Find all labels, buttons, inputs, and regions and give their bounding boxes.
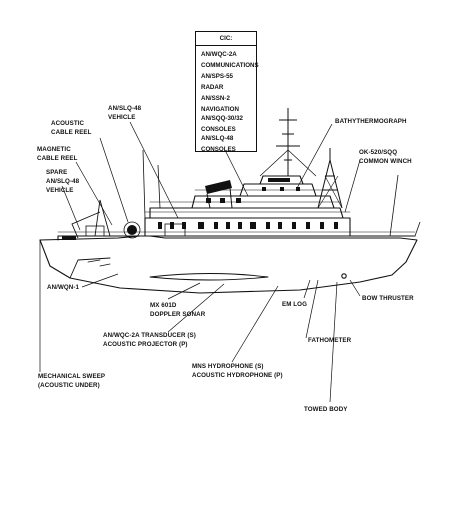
label-em-log: EM LOG — [282, 301, 308, 308]
leader-bathythermograph — [295, 123, 333, 191]
leader-bow-thruster — [349, 279, 361, 297]
hull — [39, 235, 418, 294]
leader-common-winch — [344, 159, 361, 213]
sonar-dome — [149, 273, 269, 281]
label-bow-thruster: BOW THRUSTER — [362, 295, 414, 302]
leader-magnetic-reel — [75, 161, 113, 226]
leader-cic — [224, 149, 249, 197]
leader-transducer — [167, 283, 225, 333]
label-fathometer: FATHOMETER — [308, 337, 352, 344]
stern-crane — [71, 199, 111, 239]
label-towed-body: TOWED BODY — [304, 406, 348, 413]
leader-hydrophone — [231, 285, 279, 363]
label-wqn1: AN/WQN-1 — [47, 284, 80, 291]
leader-doppler — [167, 282, 201, 300]
main-deck — [57, 235, 416, 241]
main-mast — [276, 108, 300, 176]
leader-em-log — [303, 279, 311, 299]
cic-title: CIC: — [219, 35, 233, 42]
label-mechanical-sweep: MECHANICAL SWEEP(ACOUSTIC UNDER) — [38, 373, 106, 389]
bow-thruster-port — [341, 273, 347, 279]
leader-towed-body — [329, 281, 338, 403]
superstructure — [144, 217, 351, 237]
label-transducer: AN/WQC-2A TRANSDUCER (S)ACOUSTIC PROJECT… — [103, 332, 196, 348]
lattice-mast — [317, 148, 343, 209]
leader-slq48-vehicle — [129, 121, 179, 219]
cable-reel-icon — [127, 225, 137, 235]
leader-spare-vehicle — [61, 185, 81, 231]
label-bathythermograph: BATHYTHERMOGRAPH — [335, 118, 407, 125]
leader-wqn1 — [81, 273, 119, 288]
leader-fathometer — [305, 279, 319, 339]
funnel — [205, 180, 232, 194]
cic-divider — [196, 45, 256, 46]
label-hydrophone: MNS HYDROPHONE (S)ACOUSTIC HYDROPHONE (P… — [192, 363, 283, 379]
leader-acoustic-reel — [99, 137, 129, 223]
